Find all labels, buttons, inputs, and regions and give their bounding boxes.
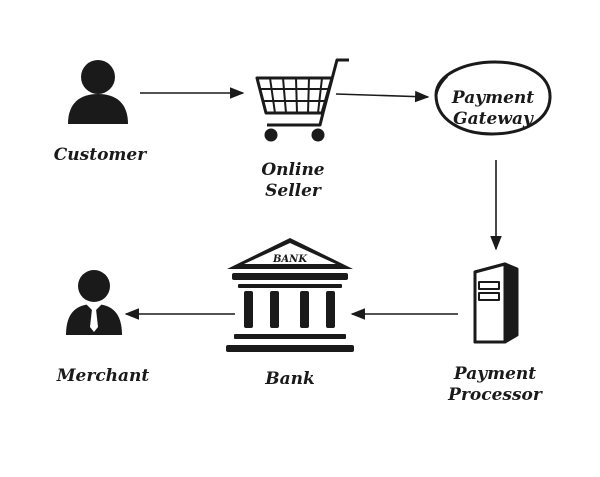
shopping-cart-icon (255, 58, 349, 142)
bank-pediment-text: BANK (272, 254, 308, 265)
payment-processor-label: Payment Processor (448, 364, 542, 405)
online-seller-label: Online Seller (261, 160, 325, 201)
merchant-label: Merchant (56, 366, 150, 386)
bank-label: Bank (265, 369, 315, 389)
payment-gateway-label: Payment Gateway (451, 88, 535, 129)
flow-arrows (124, 87, 502, 320)
ellipse-outline (434, 60, 552, 136)
person-icon (68, 60, 128, 124)
bank-building-icon: BANK (226, 238, 354, 352)
customer-label: Customer (53, 145, 147, 165)
server-tower-icon (473, 262, 519, 344)
arrow-seller-to-gateway (335, 90, 430, 103)
businessman-icon (66, 270, 122, 335)
